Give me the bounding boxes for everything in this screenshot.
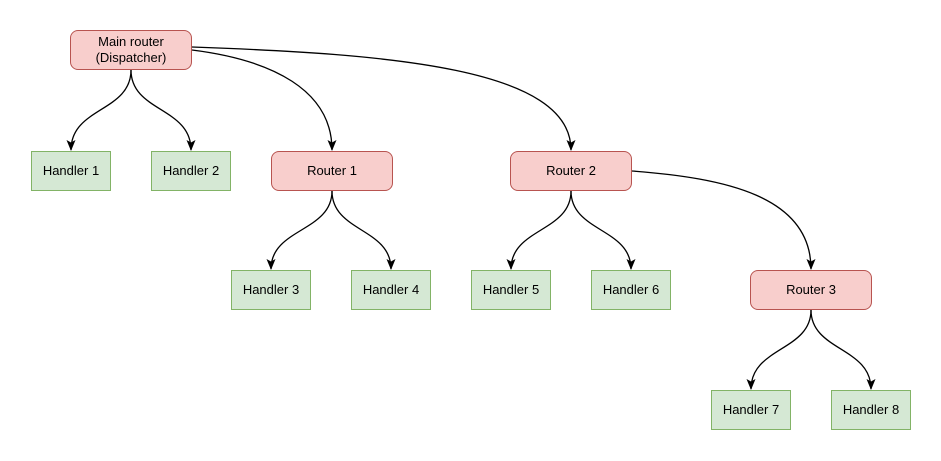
node-handler-6: Handler 6	[591, 270, 671, 310]
node-handler-3: Handler 3	[231, 270, 311, 310]
node-router-2: Router 2	[510, 151, 632, 191]
node-handler-4: Handler 4	[351, 270, 431, 310]
node-handler-2: Handler 2	[151, 151, 231, 191]
edge-main-router-to-router1	[191, 49, 337, 151]
node-router-1: Router 1	[271, 151, 393, 191]
edge-router1-to-handler3	[266, 190, 333, 270]
edge-router1-to-handler4	[331, 190, 396, 270]
node-handler-5: Handler 5	[471, 270, 551, 310]
node-handler-1: Handler 1	[31, 151, 111, 191]
edge-router3-to-handler8	[810, 309, 876, 390]
edge-main-router-to-handler1	[66, 69, 132, 151]
node-handler-8: Handler 8	[831, 390, 911, 430]
node-router-3: Router 3	[750, 270, 872, 310]
edge-router2-to-handler6	[570, 190, 636, 270]
node-handler-7: Handler 7	[711, 390, 791, 430]
edge-main-router-to-router2	[191, 46, 576, 151]
edge-router3-to-handler7	[746, 309, 812, 390]
node-main-router: Main router (Dispatcher)	[70, 30, 192, 70]
edge-router2-to-handler5	[506, 190, 572, 270]
edge-router2-to-router3	[631, 170, 816, 270]
edge-main-router-to-handler2	[130, 69, 196, 151]
